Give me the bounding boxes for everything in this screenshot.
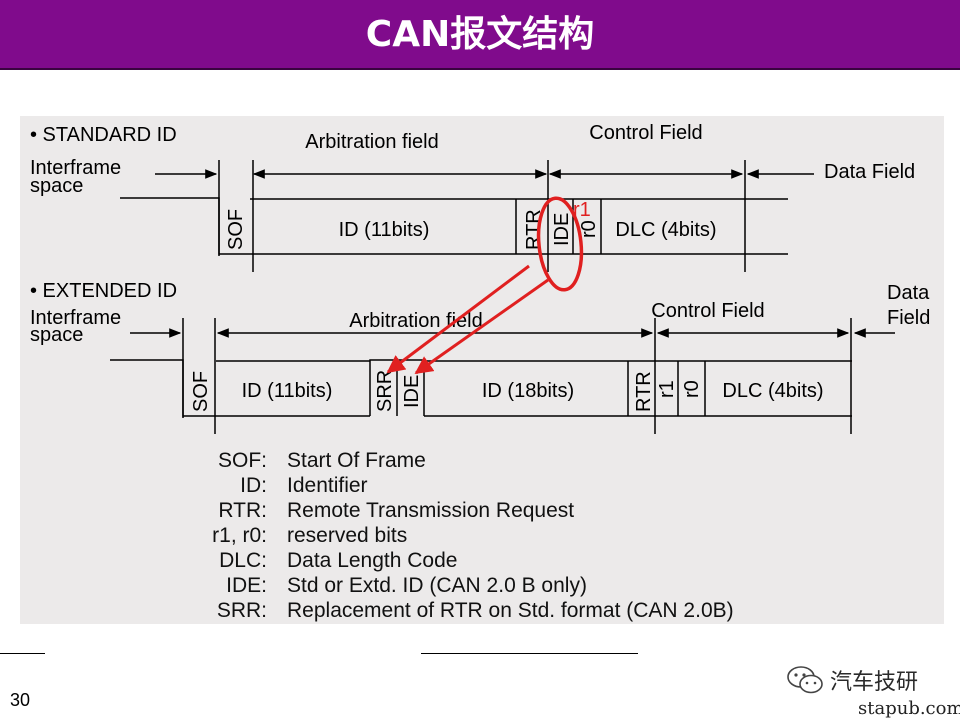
- extended-id1-label: ID (11bits): [242, 380, 333, 402]
- page-title: CAN报文结构: [365, 14, 595, 55]
- standard-interframe-line1: Interframe: [30, 157, 121, 179]
- extended-id2-label: ID (18bits): [482, 380, 574, 402]
- extended-interframe-line1: Interframe: [30, 307, 121, 329]
- legend-row: SOF: Start Of Frame: [150, 448, 734, 473]
- arrow-to-ide: [414, 278, 549, 375]
- ide-srr-annotation: r1: [386, 196, 591, 375]
- highlight-ellipse: [536, 196, 584, 292]
- standard-ide-label: IDE: [551, 213, 573, 246]
- standard-interframe-line2: space: [30, 175, 83, 197]
- legend-desc: Replacement of RTR on Std. format (CAN 2…: [287, 599, 734, 622]
- extended-interframe-line2: space: [30, 324, 83, 346]
- standard-r0-label: r0: [578, 220, 600, 238]
- extended-data-label-line1: Data: [887, 282, 930, 304]
- legend-desc: Start Of Frame: [287, 449, 426, 472]
- standard-arbitration-label: Arbitration field: [305, 131, 438, 153]
- wechat-icon: [787, 666, 823, 694]
- legend-abbr: IDE:: [226, 574, 267, 597]
- standard-sof-label: SOF: [225, 209, 247, 250]
- legend-row: SRR: Replacement of RTR on Std. format (C…: [150, 598, 734, 623]
- legend-desc: Identifier: [287, 474, 368, 497]
- footer-rule-left: [0, 653, 45, 654]
- extended-arbitration-label: Arbitration field: [349, 310, 482, 332]
- legend-desc: Remote Transmission Request: [287, 499, 575, 522]
- extended-control-label: Control Field: [651, 300, 764, 322]
- extended-heading: • EXTENDED ID: [30, 280, 177, 302]
- standard-control-label: Control Field: [589, 122, 702, 144]
- standard-heading: • STANDARD ID: [30, 124, 177, 146]
- extended-r1-label: r1: [656, 380, 678, 398]
- extended-sof-label: SOF: [190, 371, 212, 412]
- legend-row: RTR: Remote Transmission Request: [150, 498, 734, 523]
- legend-abbr: SOF:: [217, 449, 267, 472]
- extended-r0-label: r0: [681, 380, 703, 398]
- extended-ide-label: IDE: [401, 375, 423, 408]
- legend-row: ID: Identifier: [150, 473, 734, 498]
- abbreviation-legend: SOF: Start Of Frame ID: Identifier RTR: Rem…: [150, 448, 734, 623]
- legend-row: r1, r0: reserved bits: [150, 523, 734, 548]
- legend-row: DLC: Data Length Code: [150, 548, 734, 573]
- extended-srr-label: SRR: [374, 370, 396, 412]
- extended-dlc-label: DLC (4bits): [722, 380, 823, 402]
- standard-data-label: Data Field: [824, 161, 915, 183]
- footer-rule-mid: [421, 653, 638, 654]
- watermark-text: 汽车技研: [830, 670, 919, 695]
- legend-row: IDE: Std or Extd. ID (CAN 2.0 B only): [150, 573, 734, 598]
- title-underline: [0, 68, 960, 70]
- legend-abbr: RTR:: [218, 499, 267, 522]
- legend-desc: Std or Extd. ID (CAN 2.0 B only): [287, 574, 587, 597]
- standard-id-label: ID (11bits): [339, 219, 430, 241]
- legend-abbr: r1, r0:: [212, 524, 267, 547]
- standard-frame: • STANDARD ID Interframe space Arbitrati…: [30, 122, 915, 272]
- site-watermark: stapub.com: [858, 698, 960, 719]
- legend-desc: Data Length Code: [287, 549, 458, 572]
- legend-abbr: ID:: [240, 474, 267, 497]
- legend-abbr: DLC:: [219, 549, 267, 572]
- extended-rtr-label: RTR: [633, 371, 655, 412]
- page-number: 30: [10, 690, 31, 710]
- extended-frame: • EXTENDED ID Interframe space Arbitrati…: [30, 280, 930, 434]
- highlight-r1-label: r1: [573, 199, 591, 221]
- standard-dlc-label: DLC (4bits): [615, 219, 716, 241]
- legend-desc: reserved bits: [287, 524, 408, 547]
- title-bar: CAN报文结构: [0, 0, 960, 70]
- arrow-to-srr: [386, 264, 530, 374]
- extended-data-label-line2: Field: [887, 307, 930, 329]
- legend-abbr: SRR:: [216, 599, 267, 622]
- diagram-panel: [20, 116, 944, 624]
- wechat-watermark: 汽车技研: [786, 664, 918, 696]
